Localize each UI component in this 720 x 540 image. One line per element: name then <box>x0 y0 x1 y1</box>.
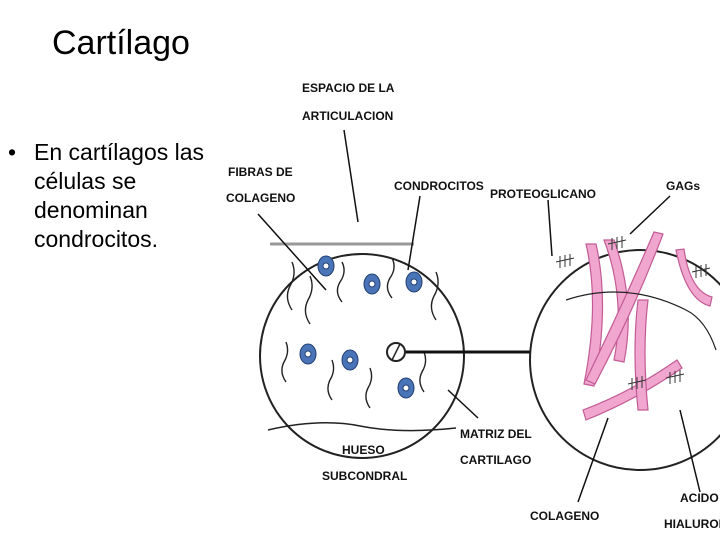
leader-lines <box>257 129 701 503</box>
label-gags: GAGs <box>666 179 700 193</box>
label-proteoglicano: PROTEOGLICANO <box>490 187 596 201</box>
label-matriz-line1: MATRIZ DEL <box>460 427 532 441</box>
label-colageno: COLAGENO <box>530 509 599 523</box>
label-espacio-line2: ARTICULACION <box>302 109 393 123</box>
chondrocyte-cell <box>397 377 415 399</box>
bullet-marker: • <box>8 139 17 165</box>
label-fibras-line2: COLAGENO <box>226 191 295 205</box>
chondrocyte-cell <box>363 273 381 295</box>
proteoglycans <box>555 236 711 390</box>
label-espacio-line1: ESPACIO DE LA <box>302 81 395 95</box>
chondrocyte-cell <box>299 343 317 365</box>
label-acido-line2: HIALURON <box>664 517 720 531</box>
chondrocytes <box>299 255 423 399</box>
bullet-text: En cartílagos las células se denominan c… <box>34 139 205 252</box>
slide-title: Cartílago <box>52 24 190 62</box>
cartilage-circle <box>259 242 465 459</box>
label-fibras-line1: FIBRAS DE <box>228 165 293 179</box>
chondrocyte-cell <box>341 349 359 371</box>
label-matriz-line2: CARTILAGO <box>460 453 531 467</box>
label-hueso-line2: SUBCONDRAL <box>322 469 407 483</box>
label-hueso-line1: HUESO <box>342 443 385 457</box>
bullet-point: • En cartílagos las células se denominan… <box>8 138 208 254</box>
diagram-labels: ESPACIO DE LA ARTICULACION FIBRAS DE COL… <box>226 81 720 531</box>
chondrocyte-cell <box>405 271 423 293</box>
hyaluronic-chain <box>565 291 717 351</box>
label-condrocitos: CONDROCITOS <box>394 179 484 193</box>
bone-boundary-line <box>267 422 457 432</box>
chondrocyte-cell <box>317 255 335 277</box>
label-acido-line1: ACIDO <box>680 491 719 505</box>
matrix-circle <box>529 231 720 471</box>
collagen-fibers <box>281 257 439 409</box>
